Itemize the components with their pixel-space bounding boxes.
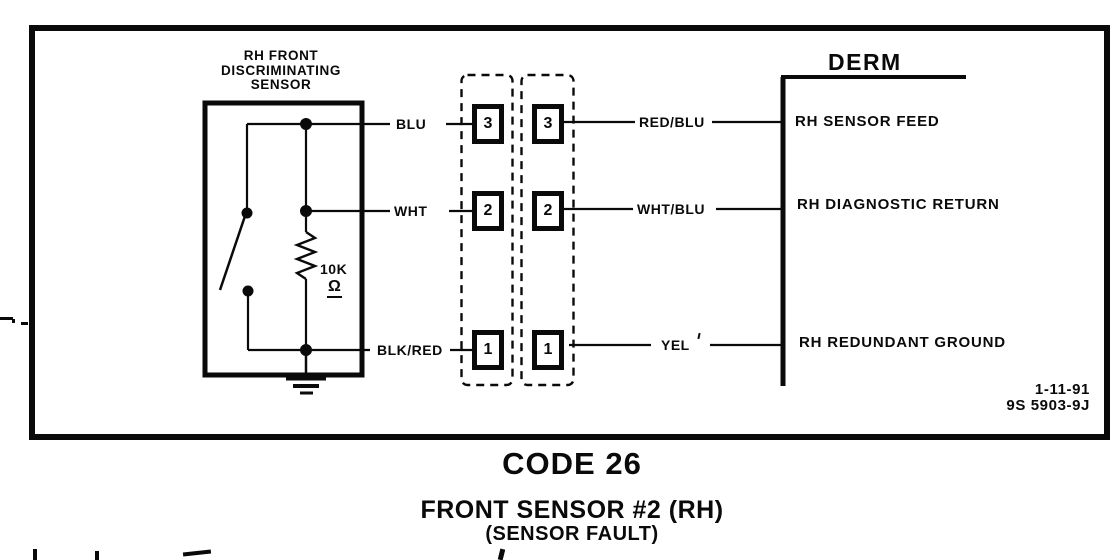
wire-label-wht: WHT bbox=[394, 203, 428, 219]
junction-dot-row2 bbox=[300, 205, 312, 217]
pin-number: 1 bbox=[483, 341, 493, 358]
signal-label-redundant-ground: RH REDUNDANT GROUND bbox=[799, 334, 1006, 351]
pin-number: 2 bbox=[543, 202, 553, 219]
wire-label-yel: YEL bbox=[661, 337, 690, 353]
caption-title: FRONT SENSOR #2 (RH) bbox=[420, 496, 724, 524]
diagram-border bbox=[29, 25, 1110, 440]
scan-artifact bbox=[33, 549, 37, 560]
signal-label-diagnostic-return: RH DIAGNOSTIC RETURN bbox=[797, 196, 1000, 213]
caption-subtitle: (SENSOR FAULT) bbox=[485, 523, 659, 545]
pin-number: 3 bbox=[483, 115, 493, 132]
sensor-box-outline bbox=[202, 100, 365, 378]
pin-box-left-2: 2 bbox=[472, 191, 504, 231]
pin-box-right-1: 1 bbox=[532, 330, 564, 370]
wire-label-wht-blu: WHT/BLU bbox=[637, 201, 706, 217]
connector-half-left bbox=[460, 73, 514, 387]
sensor-title-line1: RH FRONT bbox=[243, 48, 319, 63]
pin-box-right-2: 2 bbox=[532, 191, 564, 231]
sensor-title-line2: DISCRIMINATING bbox=[221, 62, 341, 78]
switch-contact-dot bbox=[242, 285, 254, 297]
scan-artifact bbox=[21, 322, 28, 325]
scan-artifact bbox=[12, 319, 15, 323]
wire-label-blu: BLU bbox=[396, 116, 427, 132]
pin-box-right-3: 3 bbox=[532, 104, 564, 144]
sensor-title: RH FRONT DISCRIMINATING SENSOR bbox=[198, 48, 364, 93]
pin-box-left-3: 3 bbox=[472, 104, 504, 144]
pin-number: 3 bbox=[543, 115, 553, 132]
sensor-title-line3: SENSOR bbox=[250, 77, 312, 92]
resistor-value-label: 10K bbox=[320, 261, 348, 277]
scan-artifact bbox=[0, 317, 13, 320]
wire-label-red-blu: RED/BLU bbox=[639, 114, 705, 130]
revision-date: 1-11-91 bbox=[1034, 381, 1090, 398]
resistor-unit-label: Ω bbox=[327, 278, 342, 298]
revision-block: 1-11-91 9S 5903-9J bbox=[930, 382, 1090, 414]
document-number: 9S 5903-9J bbox=[1006, 397, 1090, 414]
resistor-zigzag bbox=[293, 231, 319, 280]
switch-pivot-dot bbox=[241, 207, 253, 219]
junction-dot-row3 bbox=[300, 118, 312, 130]
pin-box-left-1: 1 bbox=[472, 330, 504, 370]
pin-number: 1 bbox=[543, 341, 553, 358]
switch-arm bbox=[218, 215, 247, 291]
connector-half-right bbox=[520, 73, 575, 387]
signal-label-sensor-feed: RH SENSOR FEED bbox=[795, 113, 940, 130]
caption-code: CODE 26 bbox=[502, 446, 642, 481]
pin-number: 2 bbox=[483, 202, 493, 219]
wire-label-blk-red: BLK/RED bbox=[377, 342, 443, 358]
derm-title: DERM bbox=[828, 49, 902, 75]
scan-artifact bbox=[95, 551, 99, 560]
